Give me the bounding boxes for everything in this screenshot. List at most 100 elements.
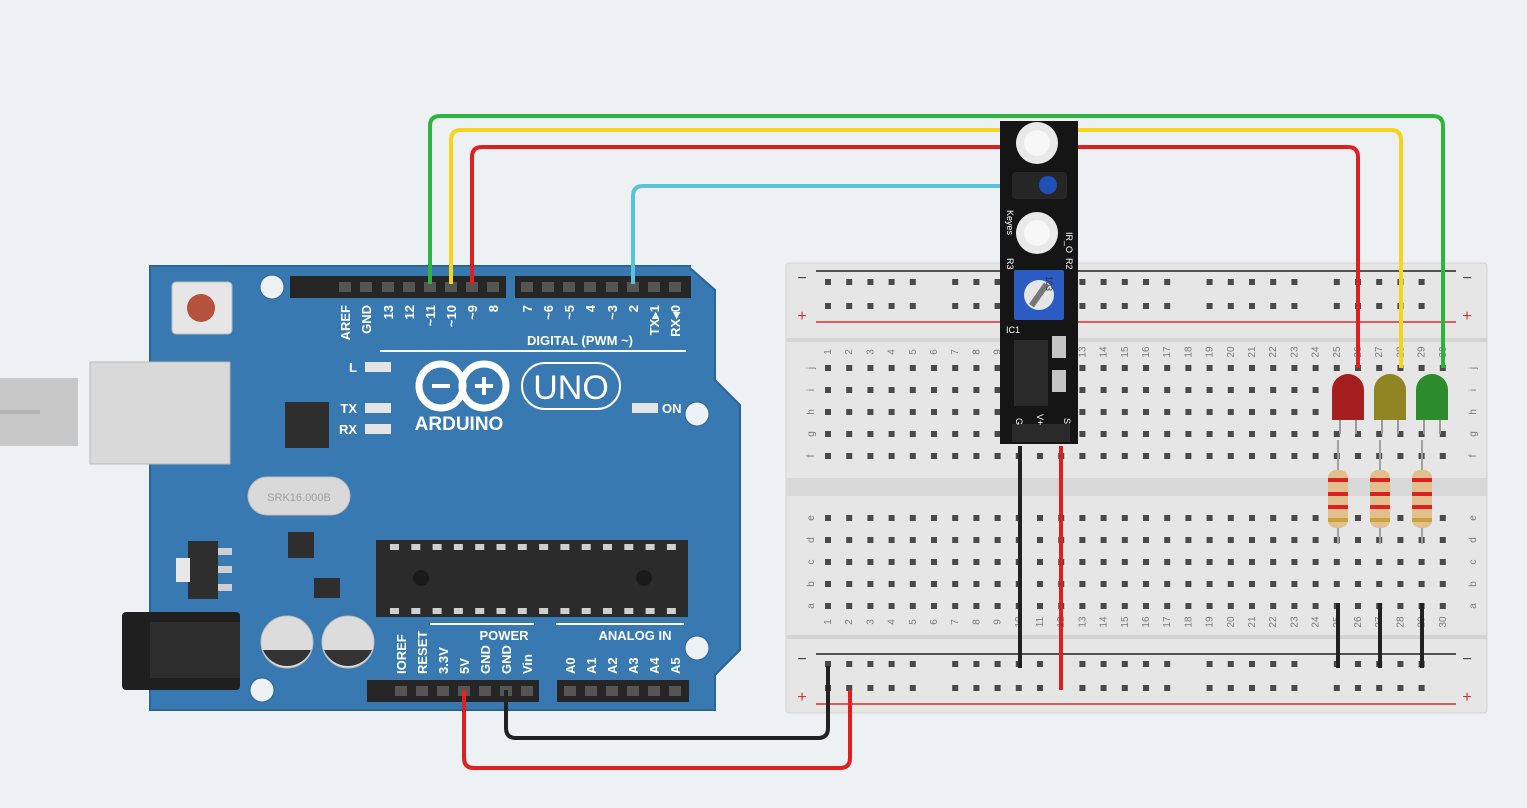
digital-header-label: DIGITAL (PWM ~) (527, 333, 633, 348)
digital-pin-label: RX◂0 (668, 305, 683, 337)
row-letter: a (1468, 603, 1479, 609)
row-letter: j (806, 367, 817, 370)
column-number: 1 (823, 349, 834, 355)
row-letter: d (806, 537, 817, 543)
analog-socket (585, 686, 597, 696)
row-letter: a (806, 603, 817, 609)
power-pin-label: 3.3V (436, 647, 451, 674)
sensor-pin-s: S (1062, 418, 1072, 424)
digital-socket (648, 282, 660, 292)
row-letter: e (806, 515, 817, 521)
arduino-board: SRK16.000B L (89, 265, 741, 711)
column-number: 13 (1077, 616, 1088, 628)
crystal-label: SRK16.000B (267, 492, 331, 504)
column-number: 11 (1035, 616, 1046, 627)
column-number: 13 (1077, 346, 1088, 358)
sensor-pin-vplus: V+ (1035, 414, 1045, 425)
digital-socket (669, 282, 681, 292)
digital-socket (382, 282, 394, 292)
digital-socket (360, 282, 372, 292)
analog-pin-label: A0 (563, 657, 578, 674)
column-number: 14 (1099, 346, 1110, 358)
led-red (1332, 374, 1364, 434)
row-letter: h (806, 409, 817, 415)
digital-pin-label: ~9 (465, 305, 480, 320)
led-on (632, 403, 658, 413)
led-tx (365, 403, 391, 413)
power-socket (395, 686, 407, 696)
column-number: 8 (971, 349, 982, 355)
rail-plus-top-right: + (1462, 308, 1471, 325)
column-number: 14 (1099, 616, 1110, 628)
column-number: 16 (1141, 616, 1152, 628)
arduino-logo-text: ARDUINO (415, 414, 504, 435)
wire-cyan (631, 184, 1020, 284)
column-number: 20 (1226, 616, 1237, 628)
digital-socket (424, 282, 436, 292)
digital-pin-label: ~3 (605, 305, 620, 320)
capacitor-1 (260, 615, 314, 669)
analog-socket (669, 686, 681, 696)
row-letter: f (806, 454, 817, 457)
usb-port (89, 361, 231, 465)
row-letter: i (1468, 389, 1479, 391)
rail-minus-bottom-left: − (797, 651, 806, 668)
analog-pin-label: A2 (605, 657, 620, 674)
column-number: 9 (993, 349, 1004, 355)
label-l: L (349, 360, 357, 375)
row-letter: b (1468, 581, 1479, 587)
wires (428, 114, 1445, 770)
row-letter: i (806, 389, 817, 391)
column-number: 5 (908, 349, 919, 355)
digital-pin-label: 12 (402, 305, 417, 319)
voltage-regulator (188, 541, 218, 599)
row-letter: j (1468, 367, 1479, 370)
digital-socket (487, 282, 499, 292)
label-rx: RX (339, 422, 357, 437)
column-number: 2 (844, 619, 855, 625)
digital-pin-label: ~10 (444, 305, 459, 327)
capacitor-2 (321, 615, 375, 669)
column-number: 29 (1417, 346, 1428, 358)
analog-socket (606, 686, 618, 696)
digital-pin-label: 4 (583, 304, 598, 312)
analog-socket (627, 686, 639, 696)
power-header (367, 680, 689, 702)
column-number: 4 (887, 619, 898, 625)
column-number: 17 (1162, 616, 1173, 628)
sensor-label-ic1: IC1 (1006, 325, 1020, 335)
atmega-chip (376, 540, 688, 617)
column-number: 26 (1353, 616, 1364, 628)
sensor-pin-g: G (1014, 418, 1024, 425)
sensor-label-keyes: Keyes (1005, 210, 1015, 236)
row-letter: e (1468, 515, 1479, 521)
column-number: 23 (1289, 346, 1300, 358)
column-number: 18 (1183, 616, 1194, 628)
column-number: 21 (1247, 616, 1258, 628)
digital-pin-label: AREF (338, 305, 353, 340)
power-pin-label: GND (499, 645, 514, 674)
digital-socket (563, 282, 575, 292)
digital-pin-label: 8 (486, 305, 501, 312)
breadboard: − − + + − − + + 112233445566778899101011… (785, 262, 1488, 714)
column-number: 7 (950, 349, 961, 355)
led-green (1416, 374, 1448, 434)
digital-socket (403, 282, 415, 292)
led-yellow (1374, 374, 1406, 434)
power-pin-label: 5V (457, 658, 472, 674)
digital-socket (521, 282, 533, 292)
uno-badge: UNO (521, 362, 621, 410)
digital-pin-label: TX▸1 (647, 305, 662, 335)
column-number: 16 (1141, 346, 1152, 358)
digital-socket (466, 282, 478, 292)
column-number: 6 (929, 349, 940, 355)
digital-header-top (290, 276, 691, 298)
reset-button[interactable] (171, 281, 233, 335)
wire-red-top (470, 145, 1360, 368)
power-header-label: POWER (479, 628, 529, 643)
analog-pin-label: A5 (668, 657, 683, 674)
power-pin-label: RESET (415, 631, 430, 674)
digital-socket (584, 282, 596, 292)
sensor-label-r3: R3 (1005, 258, 1015, 270)
ir-sensor-module: Keyes IR_O R3 R2 103 IC1 G V+ S (1000, 121, 1078, 444)
